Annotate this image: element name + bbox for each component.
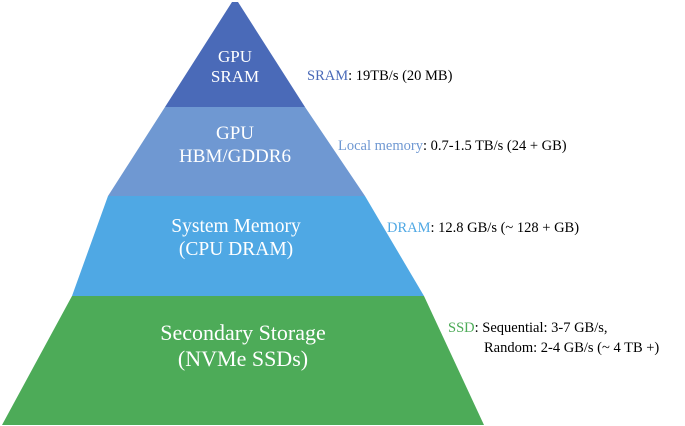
tier-hbm-shape: [108, 107, 365, 196]
tier-sram-label: GPU SRAM: [185, 47, 285, 88]
tier-sram-line1: GPU: [217, 47, 252, 66]
tier-ssd-line2: (NVMe SSDs): [177, 346, 309, 372]
annotation-sram: SRAM: 19TB/s (20 MB): [307, 66, 452, 86]
annotation-ssd-text2: Random: 2-4 GB/s (~ 4 TB +): [484, 340, 660, 357]
tier-hbm-line1: GPU: [215, 123, 254, 144]
tier-ssd-line1: Secondary Storage: [160, 320, 326, 345]
annotation-local-memory: Local memory: 0.7-1.5 TB/s (24 + GB): [338, 136, 567, 156]
tier-sram-shape: [165, 2, 305, 107]
tier-dram-line1: System Memory: [171, 216, 301, 237]
annotation-dram-text: : 12.8 GB/s (~ 128 + GB): [430, 220, 580, 236]
tier-dram-shape: [72, 196, 424, 296]
annotation-local-memory-key: Local memory: [338, 138, 423, 154]
tier-hbm-label: GPU HBM/GDDR6: [135, 123, 335, 169]
tier-dram-label: System Memory (CPU DRAM): [98, 215, 374, 262]
tier-ssd-shape: [2, 296, 484, 425]
annotation-ssd-text: : Sequential: 3-7 GB/s,: [474, 320, 608, 336]
annotation-sram-text: : 19TB/s (20 MB): [348, 68, 453, 84]
annotation-dram: DRAM: 12.8 GB/s (~ 128 + GB): [387, 218, 579, 238]
annotation-ssd: SSD: Sequential: 3-7 GB/s, Random: 2-4 G…: [448, 318, 659, 359]
annotation-local-memory-text: : 0.7-1.5 TB/s (24 + GB): [422, 138, 567, 154]
annotation-ssd-key: SSD: [448, 320, 475, 336]
annotation-dram-key: DRAM: [387, 220, 431, 236]
annotation-sram-key: SRAM: [307, 68, 349, 84]
tier-dram-line2: (CPU DRAM): [178, 239, 294, 261]
tier-sram-line2: SRAM: [210, 67, 260, 87]
tier-hbm-line2: HBM/GDDR6: [179, 145, 291, 167]
tier-ssd-label: Secondary Storage (NVMe SSDs): [93, 320, 393, 373]
